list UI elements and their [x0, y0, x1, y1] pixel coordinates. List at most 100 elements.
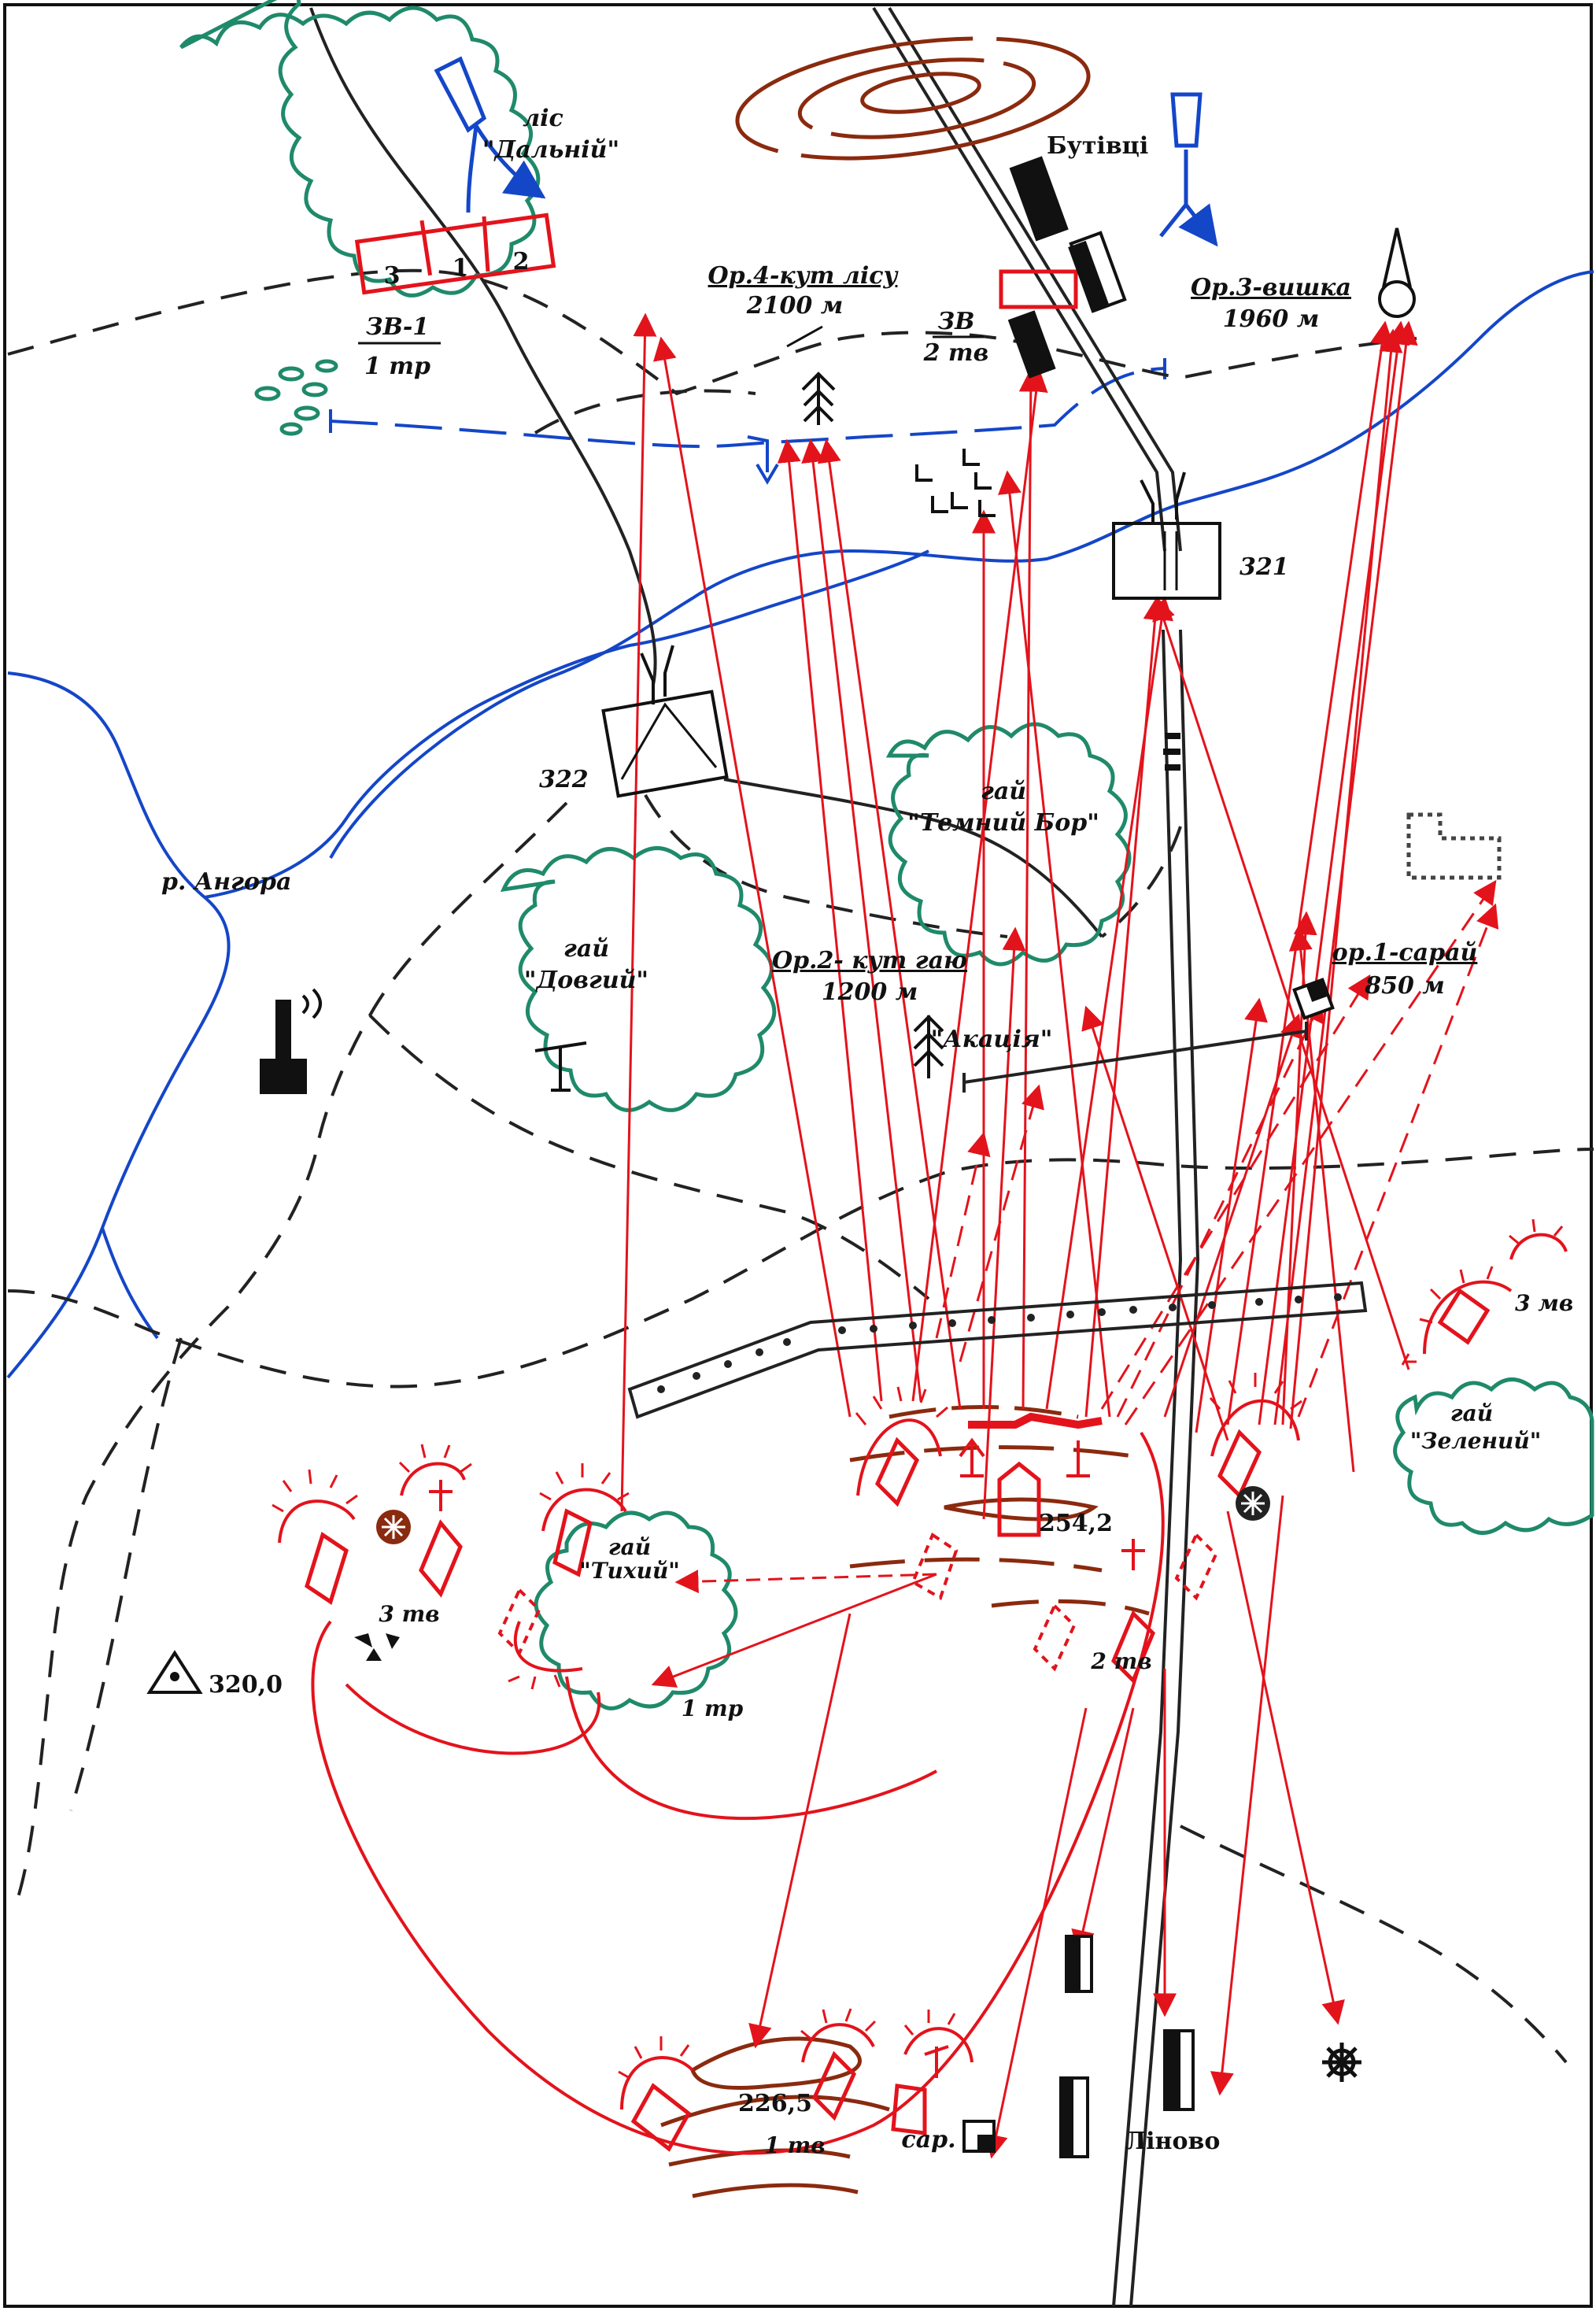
barrier-line [627, 1281, 1368, 1419]
building-linovo [1163, 2029, 1180, 2111]
or4-leader [786, 325, 823, 348]
hill-226-contour-3 [668, 2148, 851, 2167]
fire-line [1226, 1510, 1345, 2025]
label-barn-bottom: сар. [901, 2126, 955, 2154]
map-frame [3, 3, 1593, 2308]
enemy-attack-arrow-tail [466, 124, 543, 213]
label-bat-1tr: 1 тр [682, 1695, 744, 1721]
fir-tree-icon [913, 1015, 944, 1078]
vegetation [179, 0, 1594, 1710]
fire-line [984, 1707, 1088, 2159]
zv1-divider [482, 216, 490, 272]
observation-post-zv-box [999, 269, 1078, 309]
tank-icon [630, 2083, 692, 2152]
building-butivtsi [1007, 310, 1056, 379]
fire-line-dashed [1116, 997, 1324, 1418]
friendly-positions [272, 213, 1568, 2155]
strong-point-1tr [513, 1488, 627, 1673]
building-linovo [1065, 1935, 1081, 1993]
label-bridge-322: 322 [539, 766, 589, 793]
command-tank-icon [997, 1461, 1041, 1537]
fire-line [911, 368, 1048, 1402]
label-zv-unit: 2 тв [923, 339, 989, 367]
label-zv-title: ЗВ [938, 308, 975, 335]
label-zv1-cell-3: 3 [384, 262, 401, 290]
hill-254-contour-2 [849, 1445, 1134, 1462]
label-forest-far-line2: "Дальній" [482, 136, 619, 164]
river-lower-left [101, 1227, 159, 1340]
label-or1-title: ор.1-сарай [1332, 939, 1478, 967]
label-bat-2tv: 2 тв [1090, 1648, 1151, 1674]
zv1-divider [419, 220, 433, 276]
dash-road-north [7, 268, 1417, 396]
bridge-mark [1140, 471, 1186, 523]
fire-line [652, 336, 852, 1418]
fire-line [1018, 368, 1043, 1410]
label-or3-title: Ор.3-вишка [1191, 274, 1351, 301]
label-height-254: 254,2 [1039, 1510, 1113, 1537]
bridge-322 [601, 690, 729, 798]
barn-icon [1292, 978, 1335, 1020]
road-nw-highway [309, 7, 657, 686]
triangulation-point-icon [146, 1650, 203, 1694]
label-grove-green-line2: "Зелений" [1410, 1428, 1542, 1454]
label-grove-dark-line1: гай [981, 778, 1026, 805]
road-south-main-2 [1129, 629, 1200, 2307]
strong-point-254-west [856, 1418, 942, 1496]
enemy-attack-arrow-icon [1170, 92, 1203, 148]
grove-tikhiy-outline [534, 1510, 738, 1710]
gear-star-icon [1322, 2043, 1361, 2082]
railway-main-right [888, 6, 1182, 552]
enemy-attack [434, 56, 1216, 244]
roads [7, 6, 1594, 2307]
label-zv1-cell-2: 2 [513, 248, 530, 275]
defense-area-lower-loop [345, 1683, 601, 1755]
acacia-line [962, 1022, 1308, 1093]
rivers [6, 270, 1594, 1379]
bridge-322-roof [620, 702, 718, 780]
barn-bottom-icon [962, 2120, 996, 2153]
reserve-tank-icon [911, 1532, 959, 1600]
label-grove-green-line1: гай [1450, 1400, 1493, 1426]
radiation-icon [354, 1633, 400, 1661]
tank-icon [1111, 1610, 1155, 1684]
fire-line [1163, 1013, 1303, 1418]
dash-road-west [14, 801, 568, 1906]
company-defense-area [311, 1431, 1165, 2155]
enemy-attack-arrow-icon [434, 56, 487, 133]
tank-icon [1217, 1429, 1262, 1499]
hill-254-contour-3 [944, 1497, 1099, 1522]
swamp-mark [279, 422, 303, 436]
label-or3-distance: 1960 м [1223, 305, 1319, 333]
label-trig-320: 320,0 [209, 1671, 283, 1699]
grove-temny-bor-outline [885, 722, 1132, 967]
fire-line [620, 312, 657, 1512]
enemy-line-salient [747, 435, 779, 485]
label-acacia: "Акація" [931, 1026, 1053, 1053]
reserve-tank-diamonds [497, 1532, 1218, 1672]
label-bat-1tv: 1 тв [764, 2132, 825, 2158]
hill-contour-mid [797, 57, 1036, 139]
fire-line-dashed [959, 1084, 1044, 1363]
mine-icon [1236, 1486, 1270, 1521]
swamp-mark [294, 405, 320, 421]
river-branch-south [204, 549, 929, 899]
mine-icon [376, 1510, 411, 1544]
strong-point-254-east [1210, 1399, 1300, 1457]
tank-icon [812, 2050, 856, 2121]
command-post-icon [1121, 1539, 1145, 1570]
label-grove-quiet-line2: "Тихий" [579, 1558, 680, 1584]
building-butivtsi [1068, 240, 1110, 313]
reserve-tank-icon [497, 1587, 541, 1656]
watchtower-icon [1378, 227, 1416, 318]
bridge-321 [1112, 522, 1221, 600]
label-or4-distance: 2100 м [746, 292, 843, 320]
fire-line [1071, 1707, 1135, 1954]
tank-icon [891, 2084, 927, 2135]
tank-icon [305, 1532, 349, 1605]
hill-226-contour-1 [689, 2036, 862, 2090]
fire-line [1210, 1495, 1284, 2096]
dash-road-grove-loop [1100, 826, 1182, 938]
label-bat-3mv: 3 мв [1515, 1290, 1573, 1316]
